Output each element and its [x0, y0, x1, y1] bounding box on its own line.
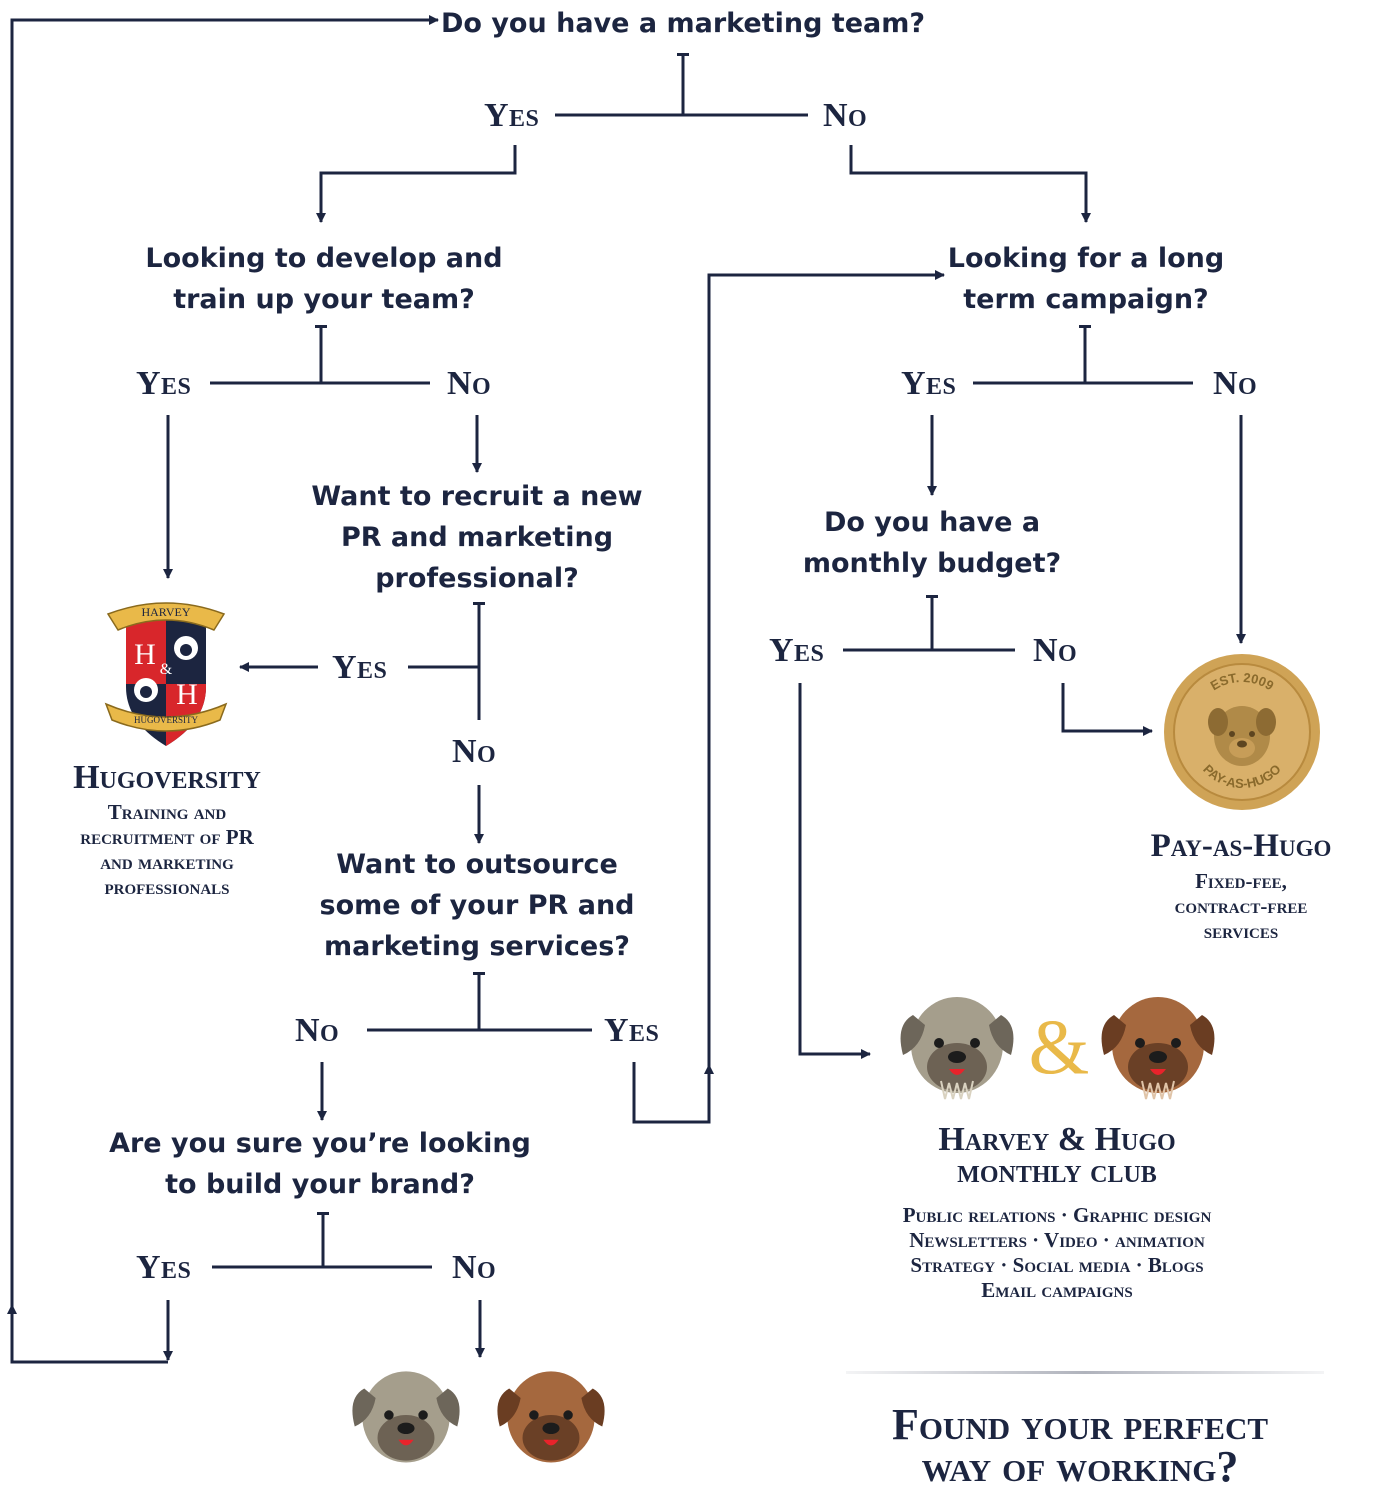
answer-yes-sure: Yes — [136, 1249, 192, 1286]
crest-left-letter: H — [134, 638, 156, 671]
answer-no-outsource: No — [295, 1012, 340, 1049]
answer-no-budget: No — [1033, 632, 1078, 669]
question-marketing-team: Do you have a marketing team? — [440, 8, 926, 39]
answer-yes-q1: Yes — [484, 97, 540, 134]
hugo-dog-bottom-icon — [497, 1371, 605, 1463]
coin-top-label: EST. 2009 — [1208, 670, 1277, 693]
answer-yes-recruit: Yes — [332, 649, 388, 686]
crest-bottom-label: HUGOVERSITY — [134, 715, 198, 725]
pay-as-hugo-title: Pay-as-Hugo — [1150, 828, 1332, 864]
answer-yes-long-term: Yes — [901, 365, 957, 402]
answer-yes-budget: Yes — [769, 632, 825, 669]
monthly-club-amp: & — [1028, 1003, 1090, 1090]
pay-as-hugo-coin-icon: EST. 2009 PAY-AS-HUGO — [1164, 654, 1320, 810]
answer-yes-develop: Yes — [136, 365, 192, 402]
answer-no-recruit: No — [452, 733, 497, 770]
answer-no-q1: No — [823, 97, 868, 134]
harvey-dog-bottom-icon — [352, 1371, 460, 1463]
answer-yes-outsource: Yes — [604, 1012, 660, 1049]
cta-divider — [846, 1371, 1324, 1374]
hugo-dog-icon — [1101, 997, 1215, 1100]
answer-no-develop: No — [447, 365, 492, 402]
answer-no-long-term: No — [1213, 365, 1258, 402]
harvey-dog-icon — [900, 997, 1014, 1100]
answer-no-sure: No — [452, 1249, 497, 1286]
hugoversity-crest-icon: HARVEY HUGOVERSITY H H & — [104, 602, 228, 746]
hugoversity-title: Hugoversity — [73, 759, 261, 796]
crest-amp: & — [160, 661, 173, 678]
crest-top-label: HARVEY — [141, 605, 190, 619]
crest-right-letter: H — [176, 678, 198, 711]
